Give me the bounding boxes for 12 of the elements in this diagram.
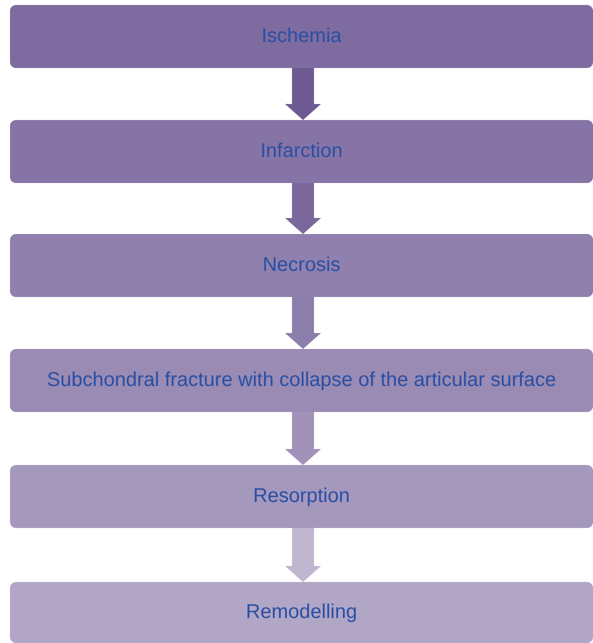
process-box [10,465,593,528]
step-label: Ischemia [261,24,342,49]
process-box [10,120,593,183]
step-label: Infarction [260,139,343,164]
process-box [10,582,593,643]
step-label: Subchondral fracture with collapse of the articular surface [46,368,556,393]
process-box [10,234,593,297]
step-label: Necrosis [262,253,340,278]
process-box [10,5,593,68]
step-label: Resorption [253,484,350,509]
step-label: Remodelling [246,600,358,625]
process-box [10,349,593,412]
